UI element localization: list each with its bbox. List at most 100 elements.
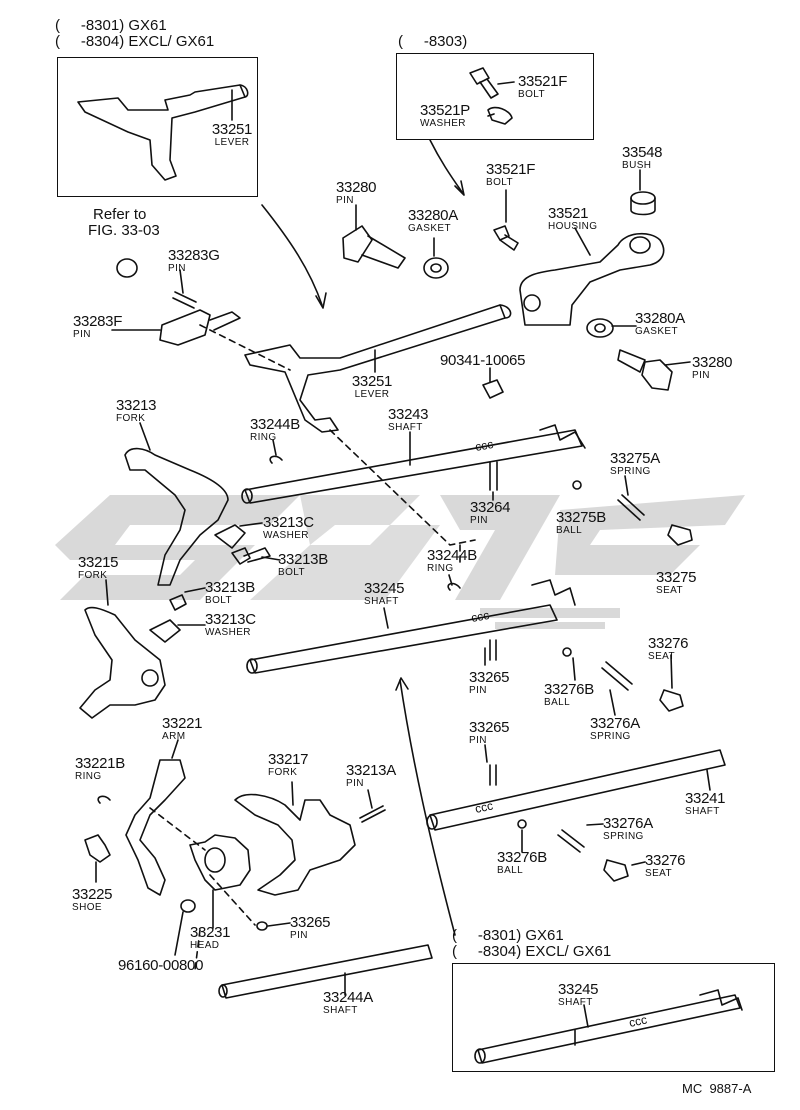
part-number: 33225 [72, 886, 113, 903]
note-top-left: ( -8301) GX61 ( -8304) EXCL/ GX61 [55, 18, 214, 50]
lever-33251-inset [77, 84, 246, 181]
part-name: PIN [73, 329, 91, 340]
part-name: FORK [78, 570, 108, 581]
arrow-bottom [399, 679, 456, 936]
lever-33251 [244, 304, 506, 433]
part-name: BOLT [278, 567, 305, 578]
part-number: 33221 [162, 715, 203, 732]
part-name: SHAFT [323, 1005, 358, 1016]
part-name: PIN [346, 778, 364, 789]
shaft-33245-inset [477, 994, 741, 1064]
shaft-33241 [429, 749, 726, 831]
svg-text:ccc: ccc [628, 1012, 649, 1029]
shaft-33244a [221, 944, 433, 999]
part-number: 33213B [278, 551, 328, 568]
note-line-1: ( -8301) GX61 [452, 927, 564, 944]
part-name: SPRING [590, 731, 631, 742]
note-line-2: ( -8304) EXCL/ GX61 [55, 32, 215, 50]
note-refer: Refer to FIG. 33-03 [88, 207, 160, 239]
part-name: BOLT [518, 89, 545, 100]
part-name: HEAD [190, 940, 220, 951]
part-name: SPRING [603, 831, 644, 842]
part-number: 33280A [635, 310, 685, 327]
part-number: 33244A [323, 989, 373, 1006]
part-number: 33275 [656, 569, 697, 586]
refer-line-1: Refer to [93, 206, 147, 223]
part-name: LEVER [354, 389, 390, 400]
part-number: 33251 [211, 121, 253, 138]
arrow-top-left-inset [261, 204, 323, 306]
inset-box-top-mid [396, 53, 594, 140]
part-number: 33275B [556, 509, 606, 526]
part-name: SPRING [610, 466, 651, 477]
note-bottom-right: ( -8301) GX61 ( -8304) EXCL/ GX61 [452, 928, 611, 960]
shaft-33245 [249, 604, 558, 674]
part-name: FORK [116, 413, 146, 424]
part-number: 33243 [388, 406, 429, 423]
part-number: 33276A [603, 815, 653, 832]
part-number: 33213C [263, 514, 314, 531]
part-name: SEAT [656, 585, 683, 596]
part-number: 33245 [364, 580, 405, 597]
part-number: 33280A [408, 207, 458, 224]
part-name: PIN [692, 370, 710, 381]
svg-text:ccc: ccc [474, 798, 495, 815]
part-name: PIN [290, 930, 308, 941]
shaft-33243 [244, 429, 583, 504]
part-name: PIN [469, 685, 487, 696]
part-name: SEAT [645, 868, 672, 879]
part-name: SEAT [648, 651, 675, 662]
inset-box-bottom-right [452, 963, 775, 1072]
part-number: 33276 [645, 852, 686, 869]
part-name: BOLT [205, 595, 232, 606]
part-number: 33213C [205, 611, 256, 628]
part-name: WASHER [420, 118, 466, 129]
part-number: 33213 [116, 397, 157, 414]
part-number: 33276B [497, 849, 547, 866]
part-name: RING [75, 771, 102, 782]
part-number: 90341-10065 [440, 352, 526, 369]
refer-line-2: FIG. 33-03 [88, 221, 160, 239]
part-number: 33521F [486, 161, 536, 178]
part-name: BOLT [486, 177, 513, 188]
note-line-2: ( -8304) EXCL/ GX61 [452, 942, 612, 960]
part-name: GASKET [635, 326, 678, 337]
part-number: 33548 [622, 144, 663, 161]
part-number: 33283G [168, 247, 220, 264]
part-number: 33280 [336, 179, 377, 196]
part-name: WASHER [263, 530, 309, 541]
part-name: PIN [470, 515, 488, 526]
part-number: 33276B [544, 681, 594, 698]
part-number: 33265 [469, 669, 510, 686]
shaft-markings: ccc ccc ccc ccc [470, 437, 648, 1030]
